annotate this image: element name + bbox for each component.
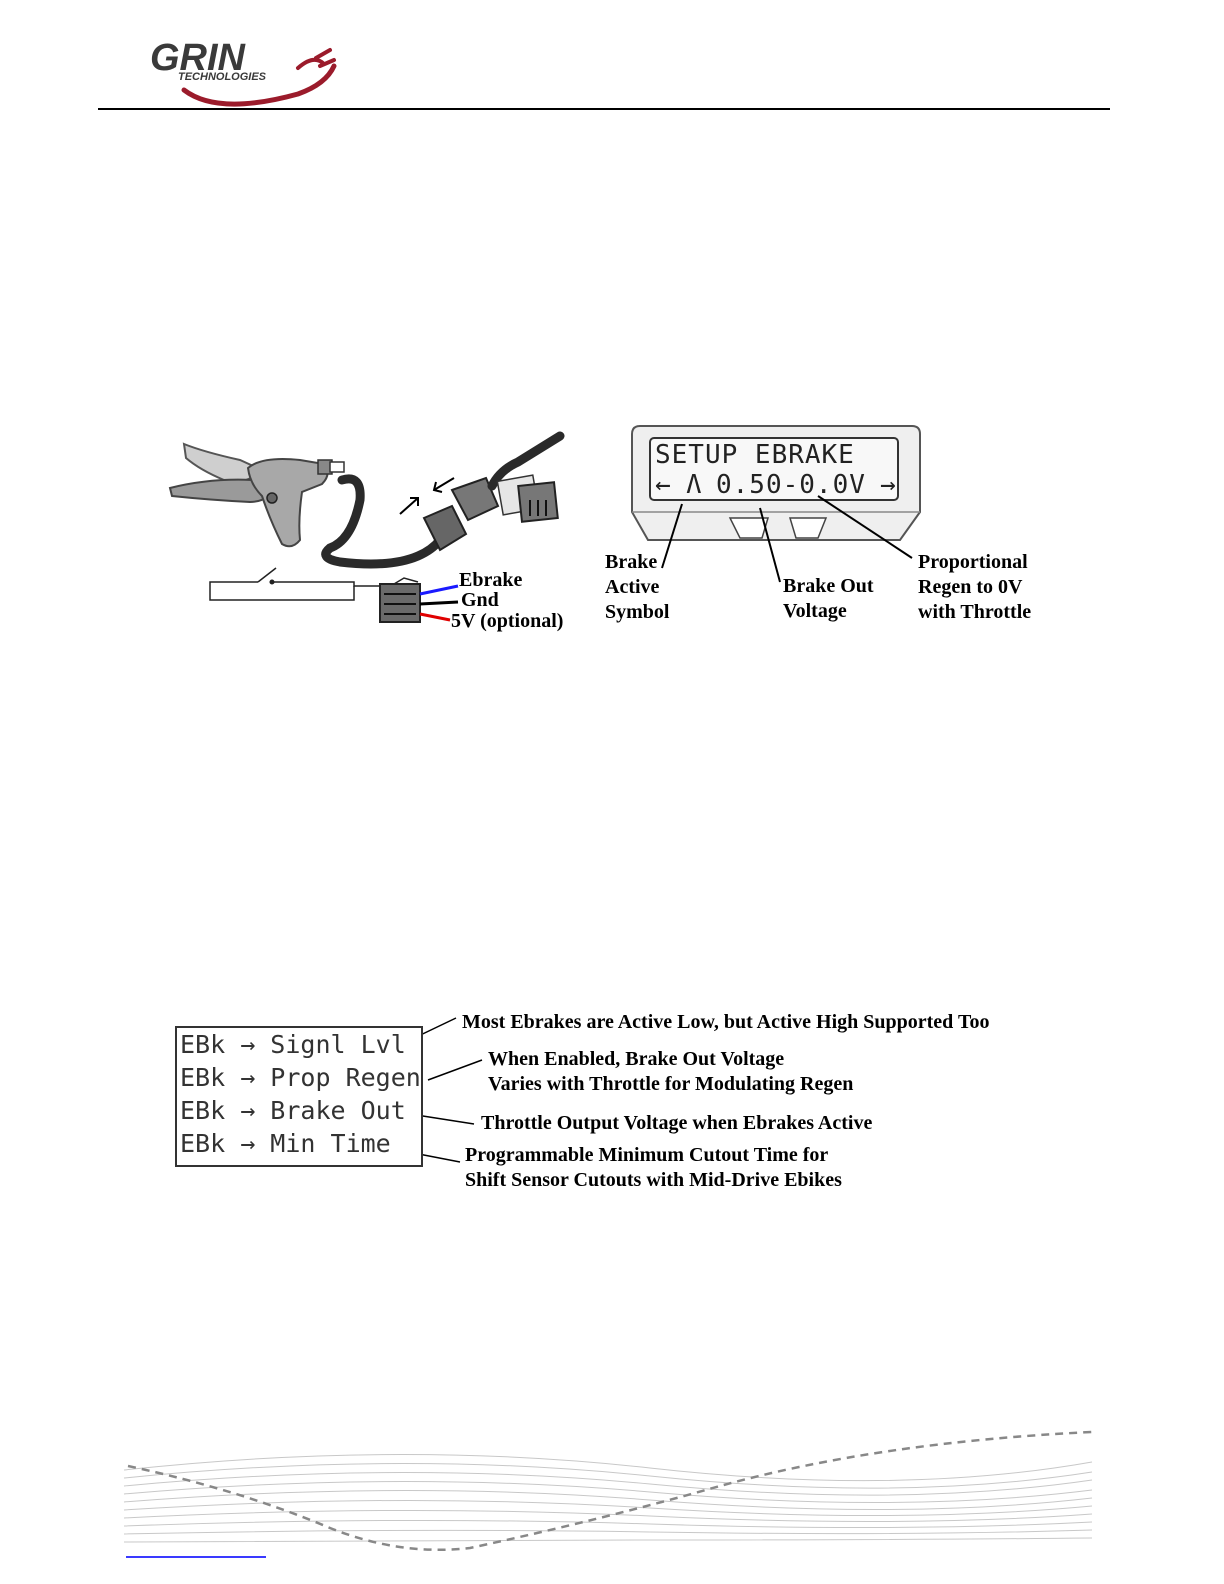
arrow-connect-2	[432, 477, 455, 493]
gnd-wire-label: Gnd	[461, 589, 499, 611]
lcd-display-unit	[631, 425, 921, 541]
lcd-right-arrow: →	[880, 470, 897, 500]
lcd-left-arrow: ←	[655, 470, 672, 500]
fivev-wire	[419, 612, 451, 622]
logo-subtext: TECHNOLOGIES	[178, 71, 267, 83]
menu-leader-2	[427, 1059, 483, 1081]
menu-item-min-time: EBk → Min Time	[180, 1129, 391, 1158]
proportional-leader	[817, 495, 913, 559]
brake-cable	[321, 474, 445, 569]
signal-level-description: Most Ebrakes are Active Low, but Active …	[462, 1011, 990, 1033]
gnd-wire	[419, 600, 459, 606]
brake-out-callout: Brake Out Voltage	[783, 575, 874, 622]
min-time-description: Programmable Minimum Cutout Time for Shi…	[465, 1144, 842, 1191]
brake-out-description: Throttle Output Voltage when Ebrakes Act…	[481, 1112, 873, 1134]
brake-symbol-leader	[661, 503, 683, 569]
lcd-line-2-value: 0.50-0.0V	[716, 470, 866, 500]
fivev-wire-label: 5V (optional)	[451, 610, 564, 632]
ebrake-menu-screen: EBk → Signl Lvl EBk → Prop Regen EBk → B…	[175, 1026, 423, 1167]
proportional-callout: Proportional Regen to 0V with Throttle	[918, 551, 1032, 623]
lcd-line-1: SETUP EBRAKE	[655, 440, 855, 470]
ebrake-wire	[419, 584, 459, 596]
footer-wave-decoration	[123, 1453, 1093, 1543]
controller-cable	[487, 431, 565, 491]
plug-icon	[296, 48, 336, 70]
ebrake-wire-label: Ebrake	[459, 569, 523, 591]
footer-link-underline[interactable]	[126, 1556, 266, 1558]
arrow-connect-1	[399, 497, 419, 515]
menu-item-brake-out: EBk → Brake Out	[180, 1096, 406, 1125]
connector-housing-right	[496, 474, 559, 523]
connector-plug-left	[422, 476, 500, 552]
menu-item-signal-level: EBk → Signl Lvl	[180, 1030, 406, 1059]
brake-out-leader	[759, 507, 781, 583]
lcd-button-left	[728, 517, 770, 539]
brake-active-callout: Brake Active Symbol	[605, 551, 670, 623]
prop-regen-description: When Enabled, Brake Out Voltage Varies w…	[488, 1048, 854, 1095]
grin-technologies-logo: GRIN TECHNOLOGIES	[150, 37, 337, 107]
brake-switch-schematic	[209, 567, 382, 601]
header-rule	[98, 108, 1110, 110]
ebrake-connector	[379, 577, 421, 623]
brake-lever-illustration	[168, 442, 345, 548]
logo-wordmark: GRIN	[150, 37, 247, 79]
menu-item-prop-regen: EBk → Prop Regen	[180, 1063, 421, 1092]
lcd-button-right	[788, 517, 828, 539]
footer-dashed-curve	[127, 1430, 1093, 1552]
lcd-brake-symbol: Ʌ	[686, 470, 703, 500]
